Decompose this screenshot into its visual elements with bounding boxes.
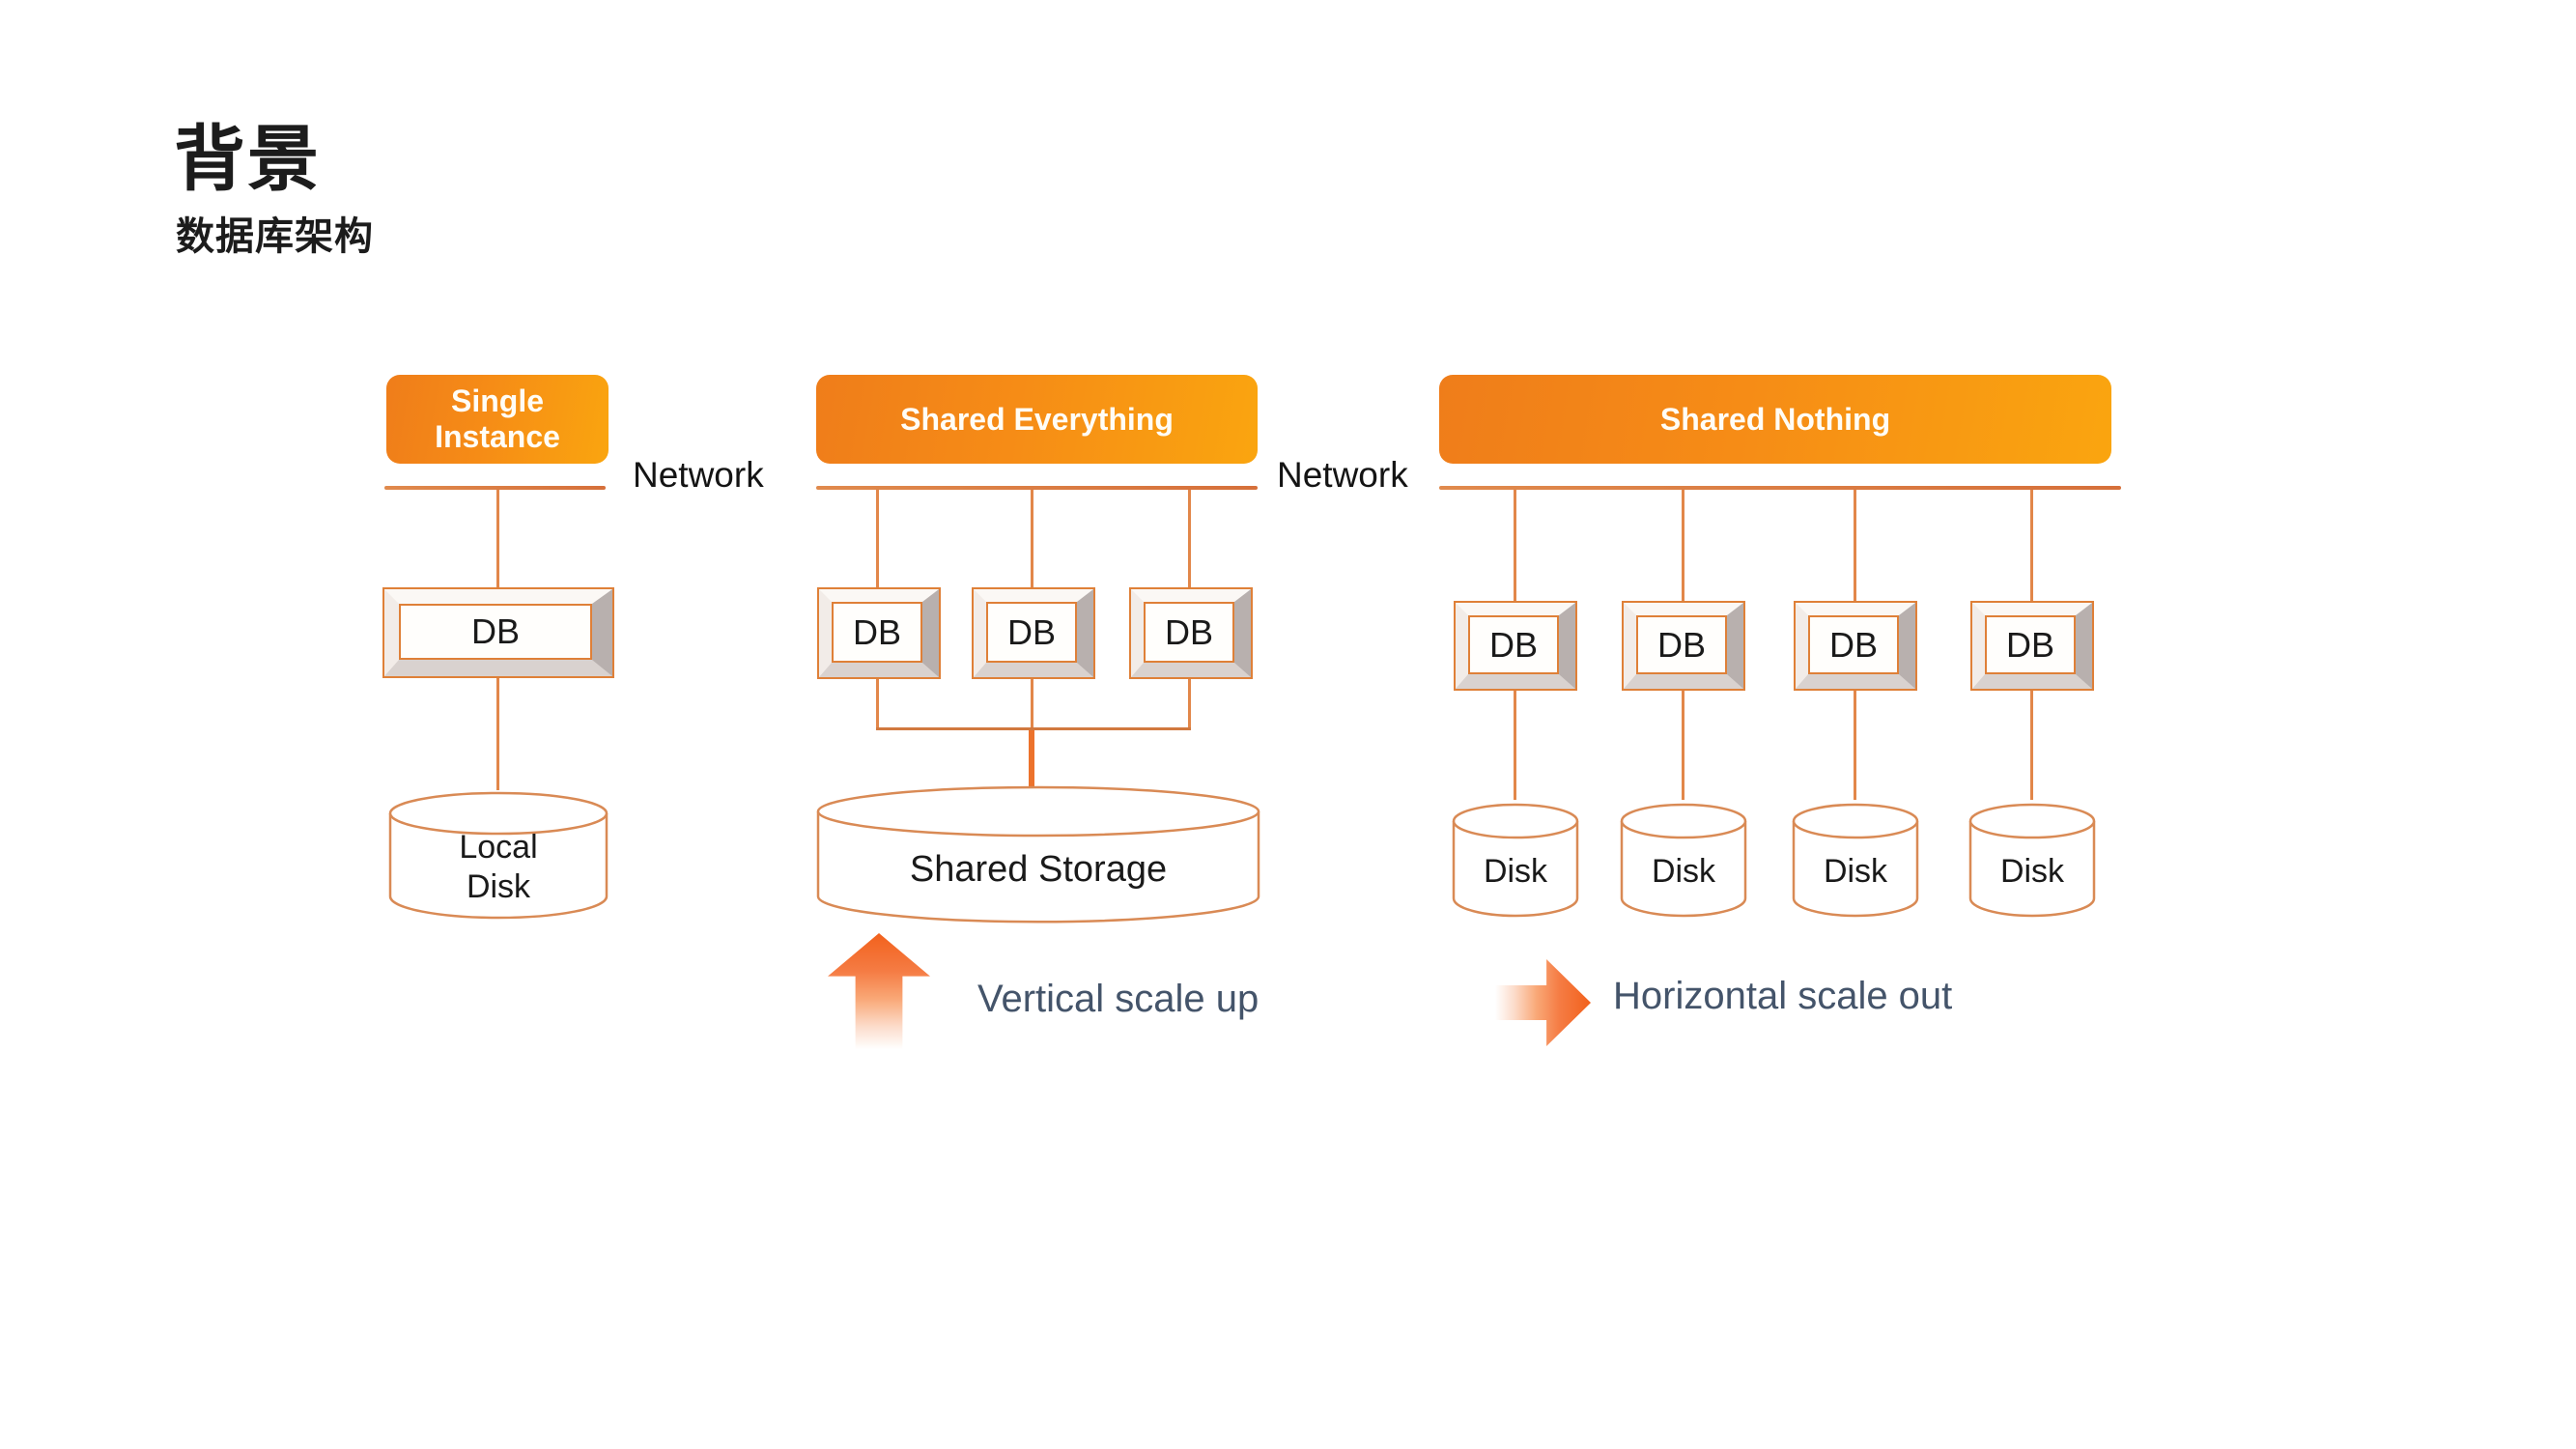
- header-single-instance: Single Instance: [386, 375, 609, 464]
- db-box: DB: [972, 587, 1095, 679]
- page-subtitle: 数据库架构: [176, 215, 374, 258]
- connector-line: [1029, 730, 1034, 786]
- db-box: DB: [1454, 601, 1577, 691]
- local-disk-label-line2: Disk: [466, 868, 531, 905]
- network-label: Network: [1277, 455, 1408, 495]
- connector-line: [876, 679, 879, 729]
- db-box-bevel: DB: [1972, 603, 2092, 689]
- connector-line: [1854, 691, 1856, 800]
- network-line: [384, 486, 606, 490]
- page-title: 背景: [174, 119, 321, 199]
- disk-label: Disk: [1792, 800, 1919, 920]
- db-box: DB: [1970, 601, 2094, 691]
- cylinder-icon: [1968, 803, 2096, 918]
- cylinder-icon: [1452, 803, 1579, 918]
- local-disk-label: Local Disk: [388, 790, 609, 920]
- arrow-up-icon: [828, 933, 930, 1053]
- connector-line: [496, 678, 499, 790]
- db-box: DB: [1129, 587, 1253, 679]
- db-box-bevel: DB: [384, 589, 612, 676]
- connector-line: [2030, 490, 2033, 603]
- db-label: DB: [832, 602, 922, 663]
- db-label: DB: [1985, 615, 2076, 674]
- cylinder-icon: [816, 785, 1260, 923]
- disk-label-text: Disk: [1999, 852, 2065, 890]
- connector-line: [1031, 490, 1033, 587]
- connector-line: [496, 490, 499, 587]
- connector-line: [1188, 679, 1191, 729]
- network-line: [1439, 486, 2121, 490]
- connector-line: [1188, 490, 1191, 587]
- connector-line: [1854, 490, 1856, 603]
- vertical-scale-caption: Vertical scale up: [977, 978, 1260, 1020]
- db-box-bevel: DB: [1624, 603, 1743, 689]
- disk-label: Disk: [1620, 800, 1747, 920]
- network-label: Network: [633, 455, 764, 495]
- db-label: DB: [1144, 602, 1234, 663]
- db-box-bevel: DB: [1796, 603, 1915, 689]
- db-label: DB: [399, 604, 592, 660]
- disk-cylinder: Disk: [1452, 800, 1579, 920]
- connector-line: [1514, 691, 1516, 800]
- db-box: DB: [817, 587, 941, 679]
- disk-label-text: Disk: [1823, 852, 1888, 890]
- connector-line: [1514, 490, 1516, 603]
- disk-cylinder: Disk: [1620, 800, 1747, 920]
- cylinder-icon: [1792, 803, 1919, 918]
- db-label: DB: [986, 602, 1077, 663]
- shared-storage-cylinder: Shared Storage: [816, 784, 1260, 925]
- connector-line: [1031, 679, 1033, 730]
- header-shared-everything: Shared Everything: [816, 375, 1258, 464]
- db-box-bevel: DB: [1456, 603, 1575, 689]
- disk-cylinder: Disk: [1968, 800, 2096, 920]
- db-box-bevel: DB: [974, 589, 1093, 677]
- horizontal-scale-caption: Horizontal scale out: [1613, 975, 1953, 1017]
- db-box-bevel: DB: [819, 589, 939, 677]
- shared-storage-label-text: Shared Storage: [909, 849, 1168, 891]
- connector-line: [2030, 691, 2033, 800]
- connector-line: [1682, 691, 1684, 800]
- disk-cylinder: Disk: [1792, 800, 1919, 920]
- connector-line: [1682, 490, 1684, 603]
- disk-label-text: Disk: [1651, 852, 1716, 890]
- shared-storage-label: Shared Storage: [816, 784, 1260, 925]
- db-box: DB: [1622, 601, 1745, 691]
- local-disk-cylinder: Local Disk: [388, 790, 609, 920]
- disk-label-text: Disk: [1483, 852, 1548, 890]
- db-label: DB: [1808, 615, 1899, 674]
- db-box: DB: [382, 587, 614, 678]
- header-shared-nothing: Shared Nothing: [1439, 375, 2111, 464]
- db-label: DB: [1636, 615, 1727, 674]
- arrow-right-icon: [1492, 959, 1591, 1046]
- db-box: DB: [1794, 601, 1917, 691]
- network-line: [816, 486, 1258, 490]
- connector-line: [876, 490, 879, 587]
- disk-label: Disk: [1968, 800, 2096, 920]
- local-disk-label-line1: Local: [459, 829, 538, 867]
- db-label: DB: [1468, 615, 1559, 674]
- db-box-bevel: DB: [1131, 589, 1251, 677]
- disk-label: Disk: [1452, 800, 1579, 920]
- cylinder-icon: [388, 791, 609, 920]
- connector-line: [876, 727, 1191, 730]
- cylinder-icon: [1620, 803, 1747, 918]
